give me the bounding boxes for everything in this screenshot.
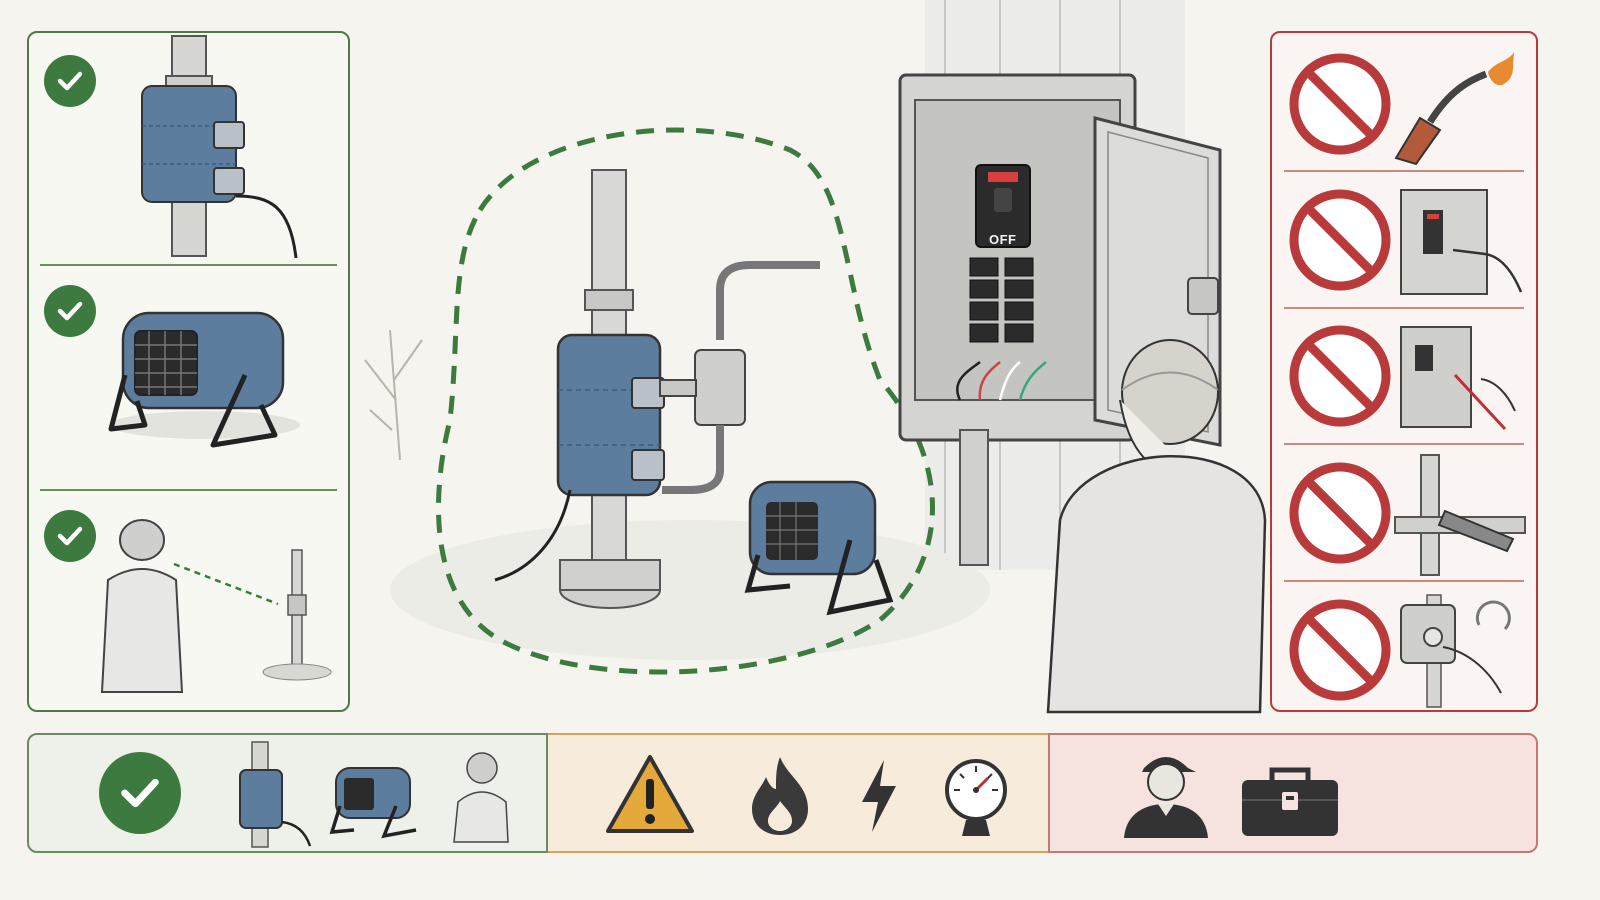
prohibited-icon [1289,462,1391,564]
snowy-ground [390,520,990,660]
check-icon [44,285,96,337]
prohibited-icon [1289,599,1391,701]
breaker-state-label: OFF [989,232,1017,247]
panel-divider [1284,170,1524,172]
person-icon [453,752,509,843]
hand-in-electrical-panel-icon [1400,189,1523,295]
warning-triangle-icon [606,755,694,833]
pressing-meter-button-icon [1400,594,1511,708]
check-icon [44,55,96,107]
panel-divider [1284,580,1524,582]
toolbox-icon [1242,767,1338,836]
wrench-on-pipe-icon [1394,454,1526,576]
torch-flame-icon [1394,52,1514,166]
panel-divider [40,489,337,491]
space-heater-icon [108,311,300,448]
homeowner-figure [1046,339,1267,714]
bare-shrub [364,329,423,461]
check-icon [99,752,181,834]
lightning-icon [862,760,896,832]
panel-divider [40,264,337,266]
space-heater-icon [329,767,417,839]
insulated-pipe-icon [239,741,312,848]
pipe-heat-wrap [494,333,665,582]
main-scene-illustration [364,0,1267,714]
junction-box [659,261,820,494]
flame-icon [752,757,808,835]
prohibited-icon [1289,325,1391,427]
prohibited-icon [1289,53,1391,155]
person-observing-from-distance-icon [100,519,332,693]
multimeter-probing-panel-icon [1400,326,1516,431]
panel-divider [1284,307,1524,309]
check-icon [44,510,96,562]
pressure-gauge-icon [945,759,1007,836]
space-heater [744,480,894,616]
insulated-pipe-with-heat-tape-icon [141,35,298,259]
safe-zone-boundary [435,127,935,675]
technician-icon [1124,757,1208,838]
prohibited-icon [1289,189,1391,291]
electrical-panel [898,73,1222,566]
panel-divider [1284,443,1524,445]
